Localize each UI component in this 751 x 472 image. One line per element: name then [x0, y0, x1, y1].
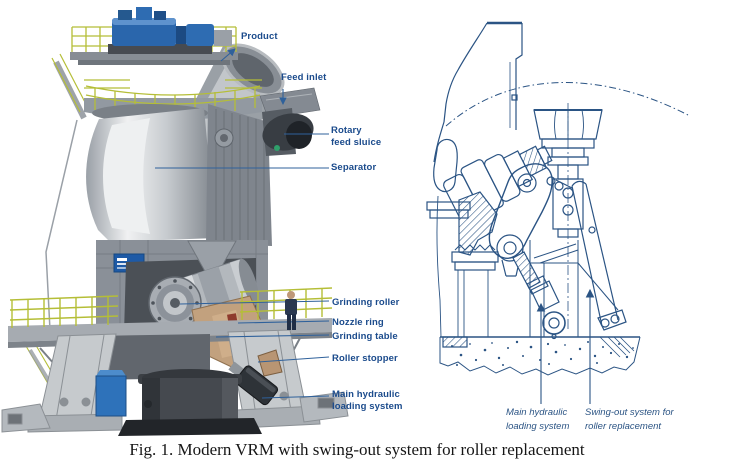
label-line: feed sluice	[331, 137, 382, 148]
mill-housing	[206, 104, 272, 246]
vrm-render-illustration	[1, 7, 349, 436]
concrete-foundation	[439, 336, 641, 376]
label-main-hydraulic: Main hydraulic loading system	[332, 389, 403, 413]
label-rotary-feed-sluice: Rotary feed sluice	[331, 125, 381, 149]
label-line: Main hydraulic	[506, 407, 568, 418]
label-separator: Separator	[331, 162, 377, 173]
swing-out-arm	[555, 179, 627, 331]
swing-path-arc	[445, 82, 689, 127]
working-roller-section	[443, 145, 553, 223]
label-nozzle-ring: Nozzle ring	[332, 317, 384, 328]
label-feed-inlet: Feed inlet	[281, 72, 327, 83]
table-section	[426, 191, 499, 348]
label-roller-stopper: Roller stopper	[332, 353, 398, 364]
label-grinding-roller: Grinding roller	[332, 297, 400, 308]
leader-lines	[155, 48, 330, 399]
pedestal	[118, 369, 262, 436]
main-hydraulic-cylinder	[228, 349, 283, 406]
hydraulic-cylinder-section	[512, 251, 566, 340]
blue-cabinet	[95, 370, 127, 417]
rotary-feed-sluice	[262, 108, 314, 156]
mill-wall-section	[433, 21, 523, 338]
label-line: roller replacement	[585, 420, 662, 432]
label-product: Product	[241, 31, 278, 42]
label-grinding-table: Grinding table	[332, 331, 398, 342]
label-line: Main hydraulic	[332, 389, 400, 400]
figure-caption: Fig. 1. Modern VRM with swing-out system…	[129, 440, 585, 459]
separator-cone	[86, 104, 216, 242]
person-figure	[285, 291, 297, 330]
label-line: Swing-out system for	[585, 407, 674, 418]
swing-out-drawing	[426, 21, 689, 404]
leader-lines-right	[536, 288, 595, 404]
label-line: loading system	[332, 401, 403, 412]
label-swing-out-system: Swing-out system for roller replacement	[585, 406, 674, 433]
label-line: Rotary	[331, 125, 362, 136]
support-frame	[529, 240, 619, 337]
label-main-hydraulic-drawing: Main hydraulic loading system	[506, 406, 569, 433]
label-line: loading system	[506, 420, 570, 432]
drive-motor	[108, 7, 232, 54]
